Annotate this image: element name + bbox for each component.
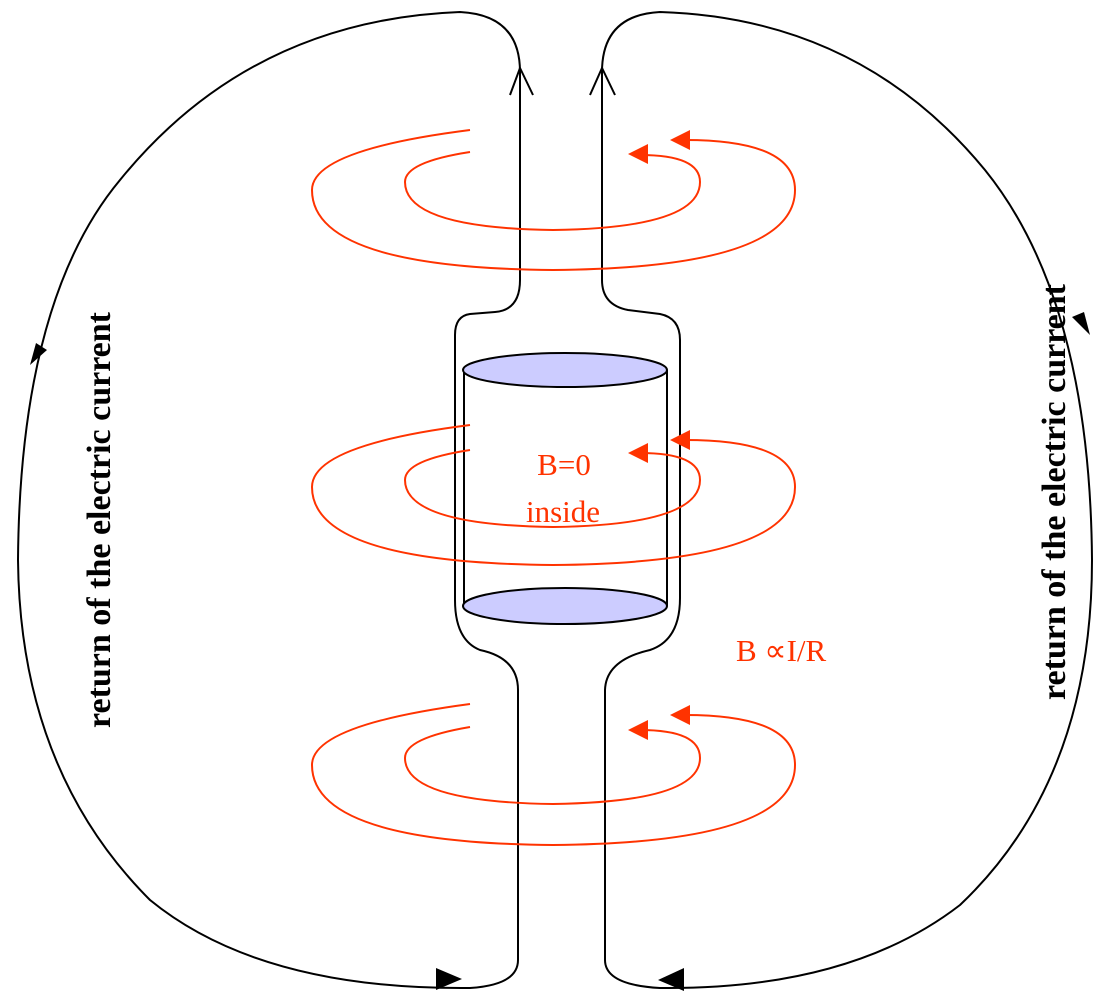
field-loop-top-outer — [310, 129, 797, 272]
cylinder-top-cap — [462, 352, 668, 388]
field-arrow-mid-outer-icon — [670, 430, 690, 450]
inside-label: inside — [526, 494, 600, 529]
left-return-loop — [16, 10, 521, 990]
current-conductor — [454, 72, 681, 960]
bottom-right-arrow-icon — [658, 968, 684, 991]
right-return-loop — [601, 10, 1094, 990]
field-arrow-bottom-outer-icon — [670, 705, 690, 725]
field-arrows — [628, 130, 690, 740]
field-arrow-bottom-inner-icon — [628, 720, 648, 740]
magnetic-field-loops — [310, 129, 797, 847]
left-loop-arrow-icon — [30, 343, 47, 365]
field-arrow-mid-inner-icon — [628, 443, 648, 463]
left-up-arrow-icon — [509, 65, 534, 96]
cylinder-bottom-cap — [462, 587, 668, 625]
field-loop-mid-inner — [403, 449, 702, 529]
upward-current-arrows — [509, 65, 616, 96]
return-label-left: return of the electric current — [81, 311, 118, 728]
right-loop-arrow-icon — [1072, 312, 1090, 335]
cylinder — [462, 352, 668, 625]
field-loop-bottom-inner — [403, 726, 702, 806]
field-loop-bottom-outer — [310, 703, 797, 847]
conductor-left-edge — [454, 72, 521, 960]
field-arrow-top-inner-icon — [628, 144, 648, 164]
bottom-left-arrow-icon — [436, 968, 462, 990]
b-inside-label: B=0 — [537, 447, 591, 482]
field-loop-top-inner — [403, 151, 702, 232]
field-loop-mid-outer — [310, 424, 797, 567]
return-arrows — [30, 312, 1090, 991]
conductor-right-edge — [601, 72, 681, 960]
return-label-right: return of the electric current — [1036, 283, 1073, 700]
b-outside-label: B ∝I/R — [736, 633, 827, 668]
return-current-loops — [16, 10, 1094, 990]
field-arrow-top-outer-icon — [670, 130, 690, 150]
